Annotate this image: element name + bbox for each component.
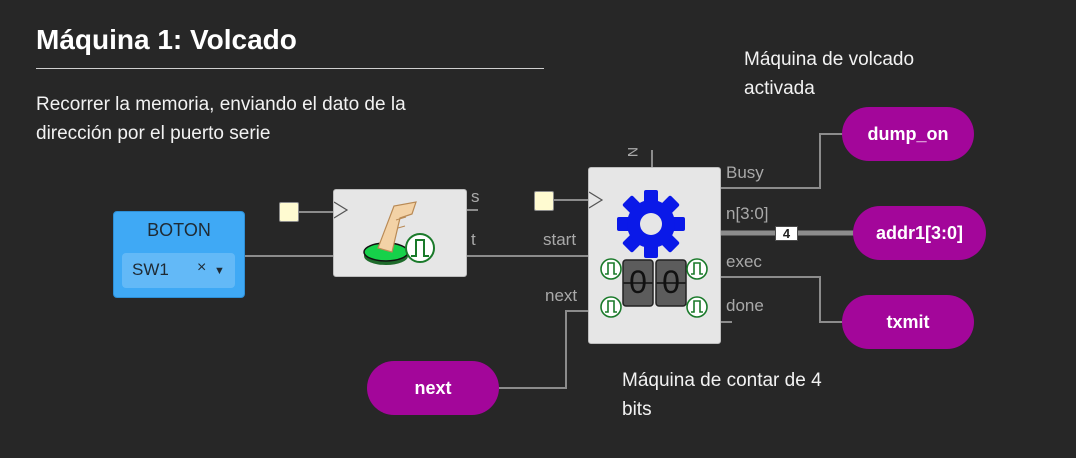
wire-exec — [721, 276, 843, 323]
counter-port-busy: Busy — [726, 163, 764, 182]
chevron-down-icon[interactable]: ▼ — [214, 265, 225, 277]
counter-port-n: n[3:0] — [726, 204, 769, 223]
description-note: Recorrer la memoria, enviando el dato de… — [36, 94, 406, 144]
dump-machine-note: Máquina de volcado activada — [744, 49, 915, 99]
title-divider — [36, 68, 544, 69]
boton-pin-select[interactable]: SW1 × ▼ — [122, 253, 235, 288]
counter-digit-2: 0 — [662, 264, 680, 300]
counter-port-done: done — [726, 296, 764, 315]
boton-title: BOTON — [147, 220, 211, 240]
page-title: Máquina 1: Volcado — [36, 24, 297, 55]
bus-width-badge: 4 — [775, 226, 798, 241]
counter-block-graphics — [589, 190, 708, 318]
counter-machine-note: Máquina de contar de 4 bits — [622, 370, 822, 420]
output-label-txmit[interactable]: txmit — [842, 295, 974, 349]
counter-port-start: start — [543, 230, 577, 249]
constant-block-1[interactable] — [279, 202, 299, 222]
counter-port-exec: exec — [726, 252, 762, 271]
clear-icon[interactable]: × — [197, 259, 207, 276]
counter-digit-1: 0 — [629, 264, 647, 300]
wire-busy — [721, 133, 843, 189]
output-label-addr[interactable]: addr1[3:0] — [853, 206, 986, 260]
pulse-port-t: t — [471, 230, 476, 249]
gear-icon — [617, 190, 685, 258]
boton-pin-value: SW1 — [132, 260, 169, 279]
boton-input-block[interactable]: BOTON SW1 × ▼ — [113, 211, 245, 298]
counter-block[interactable]: 0 0 — [588, 167, 721, 344]
input-label-next[interactable]: next — [367, 361, 499, 415]
pulse-block[interactable] — [333, 189, 467, 277]
output-label-dump-on[interactable]: dump_on — [842, 107, 974, 161]
counter-port-next: next — [545, 286, 578, 305]
wire-next — [499, 310, 589, 389]
constant-block-2[interactable] — [534, 191, 554, 211]
counter-param-n: N — [625, 146, 642, 158]
pulse-port-s: s — [471, 187, 480, 206]
finger-press-button-icon — [334, 201, 435, 265]
